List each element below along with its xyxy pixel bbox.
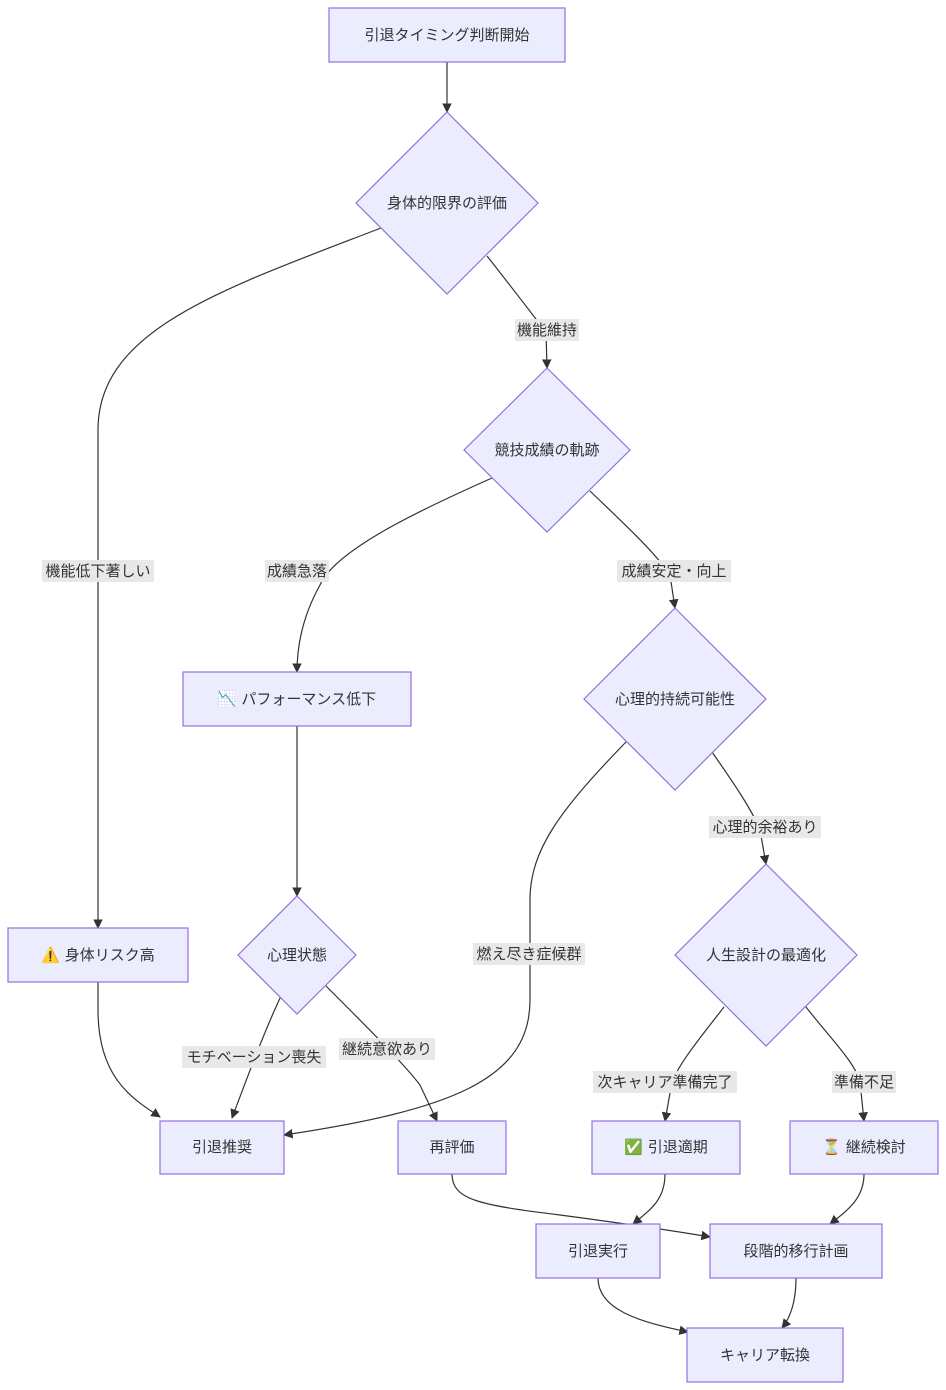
edge-gradual-career [781,1277,797,1329]
edge-labels: 機能維持 機能低下著しい 成績急落 成績安定・向上 心理的余裕あり 燃え尽き症候… [42,319,896,1093]
svg-text:成績安定・向上: 成績安定・向上 [621,562,726,580]
edge-retireperiod-execute [632,1173,666,1225]
svg-text:次キャリア準備完了: 次キャリア準備完了 [597,1073,732,1091]
edge-physical-performance [486,255,552,369]
svg-text:引退推奨: 引退推奨 [192,1138,252,1156]
svg-text:競技成績の軌跡: 競技成績の軌跡 [494,441,599,459]
edge-label-not-ready: 準備不足 [832,1071,896,1093]
node-retire-period: ✅ 引退適期 [591,1120,741,1175]
node-recommend-retire: 引退推奨 [159,1120,285,1175]
node-performance-trajectory: 競技成績の軌跡 [463,367,631,533]
edge-label-function-maintained: 機能維持 [515,319,579,341]
svg-text:⏳ 継続検討: ⏳ 継続検討 [822,1138,905,1156]
svg-text:機能低下著しい: 機能低下著しい [45,562,150,580]
edge-continue-gradual [829,1173,865,1225]
edge-label-function-decline: 機能低下著しい [42,560,154,582]
edge-lifedesign-retireperiod [661,1006,725,1122]
node-career-change: キャリア転換 [686,1327,844,1383]
edge-risk-recommend [97,982,161,1118]
svg-text:心理状態: 心理状態 [267,946,327,964]
edge-physical-risk [93,227,382,929]
svg-text:再評価: 再評価 [429,1138,474,1156]
node-start: 引退タイミング判断開始 [328,7,566,63]
svg-text:燃え尽き症候群: 燃え尽き症候群 [476,945,581,963]
svg-text:成績急落: 成績急落 [267,562,327,580]
svg-text:✅ 引退適期: ✅ 引退適期 [624,1138,707,1156]
svg-text:引退実行: 引退実行 [568,1242,628,1260]
node-physical-limit: 身体的限界の評価 [355,111,539,295]
nodes: 引退タイミング判断開始 身体的限界の評価 競技成績の軌跡 📉 パフォーマンス低下… [7,7,939,1383]
node-performance-decline: 📉 パフォーマンス低下 [182,671,412,727]
svg-text:身体的限界の評価: 身体的限界の評価 [387,194,507,212]
svg-text:キャリア転換: キャリア転換 [720,1346,810,1364]
node-gradual-plan: 段階的移行計画 [709,1223,883,1279]
svg-text:心理的持続可能性: 心理的持続可能性 [615,690,735,708]
edge-label-next-career-ready: 次キャリア準備完了 [593,1071,737,1093]
svg-text:人生設計の最適化: 人生設計の最適化 [706,946,826,964]
edge-label-burnout: 燃え尽き症候群 [473,943,585,965]
edge-label-stable-improve: 成績安定・向上 [617,560,731,582]
svg-text:機能維持: 機能維持 [517,321,577,339]
edge-performance-mental [589,490,679,609]
edge-mental-lifedesign [711,751,770,865]
node-continue-review: ⏳ 継続検討 [789,1120,939,1175]
svg-text:📉 パフォーマンス低下: 📉 パフォーマンス低下 [218,690,376,708]
svg-text:モチベーション喪失: モチベーション喪失 [187,1048,322,1066]
edge-lifedesign-continue [805,1006,868,1122]
svg-text:段階的移行計画: 段階的移行計画 [743,1242,848,1260]
edge-execute-career [597,1277,689,1335]
node-mental-state: 心理状態 [237,895,357,1015]
node-mental-sustainability: 心理的持続可能性 [583,607,767,791]
edge-label-motivation-loss: モチベーション喪失 [182,1046,326,1068]
svg-text:準備不足: 準備不足 [834,1073,894,1091]
edges [93,62,868,1335]
node-physical-risk: ⚠️ 身体リスク高 [7,927,189,983]
node-retire-execute: 引退実行 [535,1223,661,1279]
edge-reevaluate-gradual [451,1173,711,1241]
node-re-evaluate: 再評価 [397,1120,507,1175]
svg-text:引退タイミング判断開始: 引退タイミング判断開始 [364,26,529,44]
svg-text:⚠️ 身体リスク高: ⚠️ 身体リスク高 [41,946,154,964]
node-life-design: 人生設計の最適化 [674,863,858,1047]
edge-label-mental-room: 心理的余裕あり [709,816,821,838]
edge-mental-recommend [283,741,627,1139]
svg-text:継続意欲あり: 継続意欲あり [342,1040,432,1058]
svg-text:心理的余裕あり: 心理的余裕あり [712,818,817,836]
edge-label-will-continue: 継続意欲あり [339,1038,435,1060]
edge-label-sharp-decline: 成績急落 [265,560,329,582]
